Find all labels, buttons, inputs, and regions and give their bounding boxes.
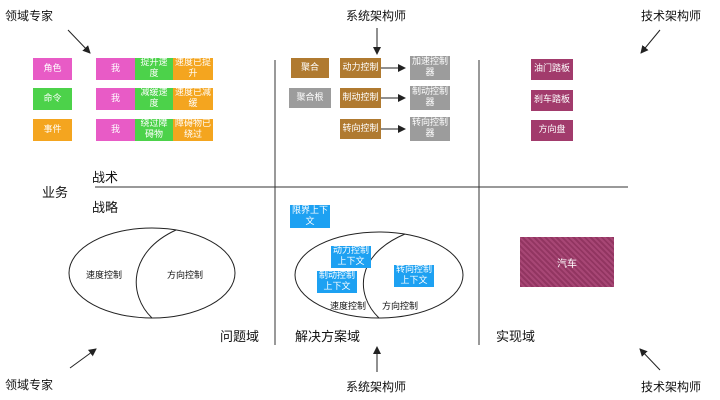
brake-controller-box: 制动控制器 [410,86,450,110]
role-box-1: 我 [96,58,135,80]
role-box-3: 我 [96,119,135,141]
command-box-3: 绕过障碍物 [135,119,173,141]
problem-direction-control-label: 方向控制 [167,271,204,281]
system-architect-label-top: 系统架构师 [346,9,407,23]
aggregate-root-box: 聚合根 [289,88,331,108]
problem-speed-control-label: 速度控制 [86,271,123,281]
problem-strategy-divider [135,229,177,319]
solution-strategy-divider [362,233,406,319]
domain-expert-label-bottom: 领域专家 [5,378,54,392]
event-box-3: 障碍物已绕过 [173,119,213,141]
domain-expert-label-top: 领域专家 [5,9,54,23]
steering-wheel-box: 方向盘 [531,120,573,141]
solution-speed-control-label: 速度控制 [330,302,367,312]
kind-event-box: 事件 [33,119,72,141]
tactics-label: 战术 [92,171,119,186]
problem-domain-label: 问题域 [220,330,260,345]
steer-control-box: 转向控制 [340,119,381,139]
command-box-1: 提升速度 [135,58,173,80]
brake-control-box: 制动控制 [340,88,381,108]
accelerate-controller-box: 加速控制器 [410,56,450,80]
power-context-box: 动力控制上下文 [331,246,371,268]
bounded-context-box: 限界上下文 [290,205,330,228]
arrow-tech-architect-bottom [639,348,661,371]
arrow-domain-expert-top [67,29,91,54]
strategy-label: 战略 [92,201,119,216]
steer-context-box: 转向控制上下文 [394,265,434,287]
kind-command-box: 命令 [33,88,72,110]
steer-controller-box: 转向控制器 [410,117,450,141]
arrow-domain-expert-bottom [69,348,97,369]
system-architect-label-bottom: 系统架构师 [346,380,407,394]
kind-role-box: 角色 [33,58,72,80]
arrow-tech-architect-top [640,29,661,54]
brake-pedal-box: 刹车踏板 [531,90,573,111]
event-box-1: 速度已提升 [173,58,213,80]
tech-architect-label-top: 技术架构师 [641,9,702,23]
implementation-domain-label: 实现域 [496,330,536,345]
aggregate-box: 聚合 [291,58,329,78]
business-label: 业务 [42,186,69,201]
event-box-2: 速度已减缓 [173,88,213,110]
role-box-2: 我 [96,88,135,110]
brake-context-box: 制动控制上下文 [317,271,357,293]
tech-architect-label-bottom: 技术架构师 [641,380,702,394]
solution-direction-control-label: 方向控制 [382,302,419,312]
throttle-pedal-box: 油门踏板 [531,59,573,80]
command-box-2: 减缓速度 [135,88,173,110]
solution-domain-label: 解决方案域 [295,330,361,345]
power-control-box: 动力控制 [340,58,381,78]
car-box: 汽车 [520,237,614,287]
